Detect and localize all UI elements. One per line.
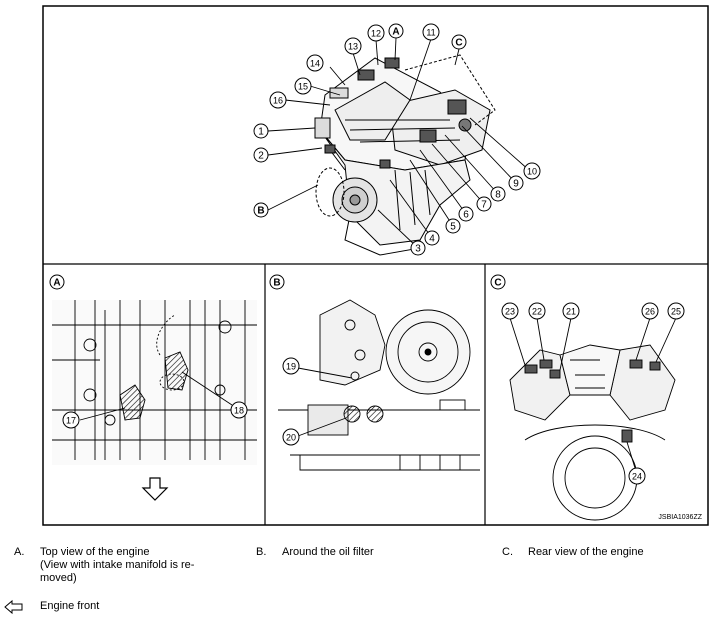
callout-23: 23 [501, 302, 519, 320]
svg-text:22: 22 [532, 307, 542, 317]
legend-engine-front-text: Engine front [40, 600, 100, 612]
svg-text:14: 14 [310, 59, 320, 69]
legend-item-a: A. Top view of the engine (View with int… [14, 546, 244, 591]
svg-text:11: 11 [426, 28, 435, 38]
legend-text-a-line3: moved) [40, 572, 77, 584]
callout-5: 5 [445, 218, 461, 234]
svg-text:C: C [494, 278, 501, 289]
svg-text:A: A [53, 278, 60, 289]
svg-text:3: 3 [415, 244, 421, 255]
callout-8: 8 [490, 186, 506, 202]
svg-text:2: 2 [258, 151, 264, 162]
svg-text:19: 19 [286, 362, 296, 372]
callout-17: 17 [62, 411, 80, 429]
callout-21: 21 [562, 302, 580, 320]
panel-a-labels: A 17 18 [49, 274, 248, 429]
svg-text:C: C [455, 38, 462, 49]
callout-1: 1 [253, 123, 269, 139]
main-callouts: 1 2 3 4 5 6 7 8 9 10 11 12 13 14 15 16 A… [253, 23, 541, 256]
callout-12: 12 [367, 24, 385, 42]
svg-text:17: 17 [66, 416, 76, 426]
svg-text:15: 15 [298, 82, 308, 92]
svg-text:18: 18 [234, 406, 244, 416]
panel-b-detail [278, 299, 480, 471]
svg-text:4: 4 [429, 234, 435, 245]
callout-14: 14 [306, 54, 324, 72]
svg-text:25: 25 [671, 307, 681, 317]
callout-16: 16 [269, 91, 287, 109]
panel-a-detail [52, 300, 257, 465]
legend-engine-front: Engine front [40, 600, 200, 616]
svg-text:16: 16 [273, 96, 283, 106]
svg-text:5: 5 [450, 222, 456, 233]
legend-text-b: Around the oil filter [282, 546, 374, 558]
legend-item-c: C. Rear view of the engine [502, 546, 712, 562]
legend-text-c: Rear view of the engine [528, 546, 644, 558]
callout-2: 2 [253, 147, 269, 163]
svg-text:A: A [392, 27, 399, 38]
svg-text:10: 10 [527, 167, 537, 177]
callout-9: 9 [508, 175, 524, 191]
callout-22: 22 [528, 302, 546, 320]
svg-text:7: 7 [481, 200, 487, 211]
svg-text:6: 6 [463, 210, 469, 221]
callout-7: 7 [476, 196, 492, 212]
left-arrow-icon [4, 599, 23, 615]
callout-10: 10 [523, 162, 541, 180]
legend-letter-b: B. [256, 546, 267, 558]
callout-26: 26 [641, 302, 659, 320]
ref-a: A [388, 23, 404, 39]
svg-text:B: B [273, 278, 280, 289]
callout-25: 25 [667, 302, 685, 320]
callout-3: 3 [410, 240, 426, 256]
svg-text:8: 8 [495, 190, 501, 201]
ref-c: C [451, 34, 467, 50]
panel-b-letter: B [269, 274, 285, 290]
svg-text:23: 23 [505, 307, 515, 317]
callout-15: 15 [294, 77, 312, 95]
callout-20: 20 [282, 428, 300, 446]
callout-4: 4 [424, 230, 440, 246]
panel-a-letter: A [49, 274, 65, 290]
panel-c-letter: C [490, 274, 506, 290]
legend-text-a-line1: Top view of the engine [40, 546, 150, 558]
panel-c-detail [509, 317, 677, 521]
svg-text:1: 1 [258, 127, 264, 138]
svg-text:12: 12 [371, 29, 381, 39]
svg-text:20: 20 [286, 433, 296, 443]
ref-b: B [253, 202, 269, 218]
callout-19: 19 [282, 357, 300, 375]
legend-item-b: B. Around the oil filter [256, 546, 456, 562]
legend-letter-c: C. [502, 546, 513, 558]
svg-text:B: B [257, 206, 264, 217]
callout-6: 6 [458, 206, 474, 222]
engine-front-arrow-icon [141, 477, 169, 501]
svg-text:26: 26 [645, 307, 655, 317]
svg-text:9: 9 [513, 179, 519, 190]
svg-text:24: 24 [632, 472, 642, 482]
legend-text-a-line2: (View with intake manifold is re- [40, 559, 195, 571]
legend-letter-a: A. [14, 546, 25, 558]
callout-24: 24 [628, 467, 646, 485]
svg-text:13: 13 [348, 42, 358, 52]
figure-code: JSBIA1036ZZ [658, 514, 702, 521]
svg-text:21: 21 [566, 307, 576, 317]
main-leader-lines [267, 37, 531, 249]
callout-18: 18 [230, 401, 248, 419]
callout-11: 11 [422, 23, 440, 41]
callout-13: 13 [344, 37, 362, 55]
panel-b-labels: B 19 20 [269, 274, 300, 446]
panel-c-labels: C 21 22 23 24 25 26 [490, 274, 685, 485]
